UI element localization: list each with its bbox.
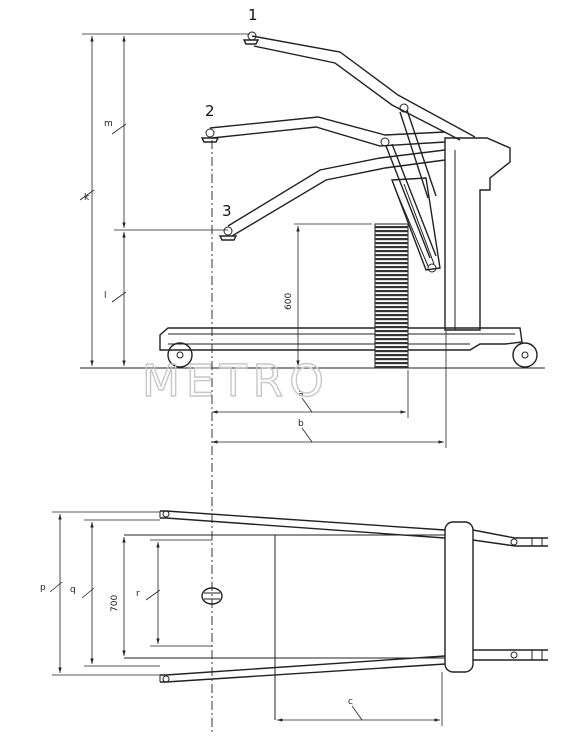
plate (375, 350, 408, 353)
plate (375, 310, 408, 313)
marker-3: 3 (222, 202, 232, 220)
watermark: METRO (142, 356, 330, 407)
plate (375, 334, 408, 337)
plate (375, 278, 408, 281)
plate (375, 234, 408, 237)
plate (375, 266, 408, 269)
plate (375, 298, 408, 301)
label-m: m (104, 119, 113, 129)
plate (375, 286, 408, 289)
marker-2: 2 (205, 102, 215, 120)
label-r: r (136, 589, 140, 599)
wheel-rear (512, 342, 538, 368)
hook-3 (218, 226, 238, 241)
dim-q: q (70, 519, 160, 667)
plate (375, 274, 408, 277)
plate (375, 290, 408, 293)
mast-top (444, 521, 474, 673)
plate (375, 362, 408, 365)
plate (375, 322, 408, 325)
label-600: 600 (284, 293, 294, 310)
dim-p: p (40, 511, 160, 676)
lower-arm (227, 149, 446, 273)
plate (375, 330, 408, 333)
dim-600: 600 (284, 223, 372, 366)
leg-top (159, 510, 446, 539)
hook-1 (242, 31, 260, 45)
label-a: a (298, 389, 304, 399)
dim-m: m (104, 36, 127, 228)
plate (375, 254, 408, 257)
plate (375, 262, 408, 265)
plate (375, 346, 408, 349)
label-p: p (40, 583, 46, 593)
dim-b: b (212, 330, 447, 448)
plate (375, 326, 408, 329)
handle-top (472, 529, 548, 547)
plate (375, 226, 408, 229)
label-700: 700 (110, 595, 120, 612)
handle-bottom (473, 649, 548, 661)
mast-column (444, 137, 511, 331)
hook-top-view (201, 587, 223, 605)
plate (375, 314, 408, 317)
hook-2 (200, 128, 220, 143)
plate (375, 342, 408, 345)
plate (375, 230, 408, 233)
dim-r: r (136, 539, 212, 647)
wheel-front (167, 342, 193, 368)
middle-arm (209, 116, 446, 259)
plate (375, 282, 408, 285)
plate (375, 338, 408, 341)
stacked-plates (374, 223, 409, 369)
plate (375, 354, 408, 357)
base-frame (159, 327, 523, 351)
label-q: q (70, 585, 76, 595)
dim-l: l (104, 229, 228, 366)
marker-1: 1 (248, 6, 258, 24)
plate (375, 358, 408, 361)
inner-frame (124, 534, 445, 720)
dim-700: 700 (110, 537, 126, 656)
plate (375, 238, 408, 241)
top-view: p q 700 r c (40, 510, 548, 726)
plate (375, 318, 408, 321)
dim-c: c (277, 672, 443, 726)
dim-k: k (79, 33, 250, 366)
plate (375, 294, 408, 297)
plate (375, 242, 408, 245)
plate (375, 366, 408, 369)
dim-a: a (212, 370, 409, 418)
plate (375, 246, 408, 249)
label-c: c (348, 697, 353, 707)
label-l: l (104, 291, 107, 301)
leg-bottom (159, 655, 446, 683)
side-view: 1 2 3 k m l 600 (79, 6, 545, 448)
label-k: k (84, 193, 90, 203)
label-b: b (298, 419, 304, 429)
plate (375, 258, 408, 261)
plate (375, 306, 408, 309)
upper-arm (251, 35, 476, 199)
plate (375, 270, 408, 273)
plate (375, 302, 408, 305)
plate (375, 250, 408, 253)
